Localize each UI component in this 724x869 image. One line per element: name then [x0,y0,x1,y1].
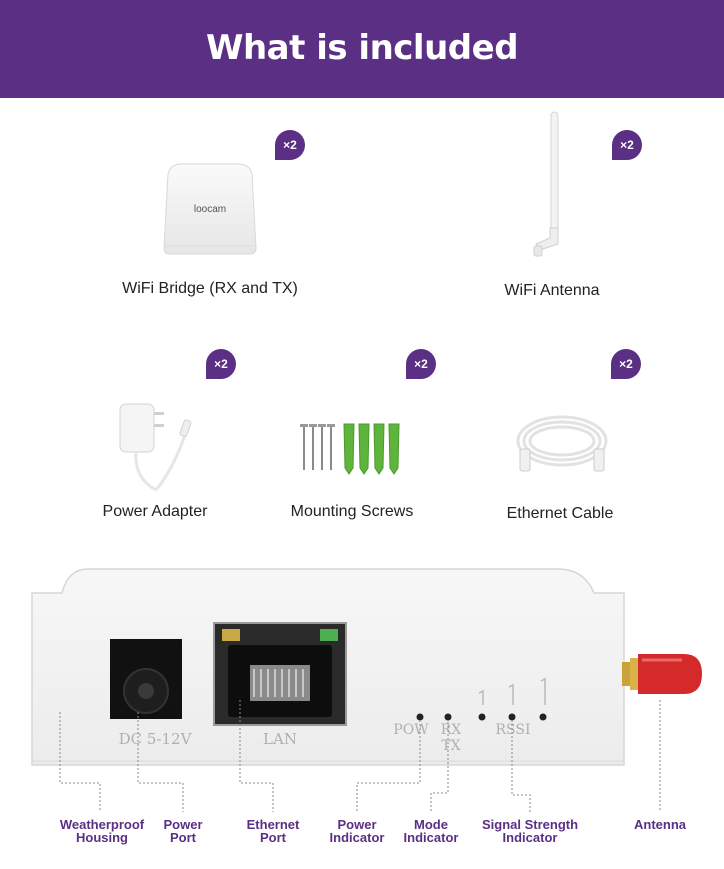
label-wifi-bridge: WiFi Bridge (RX and TX) [122,280,298,297]
qty-badge-antenna: ×2 [612,130,642,160]
rx-led-label: RX [440,722,462,738]
callout-line2: Housing [76,830,128,845]
sma-antenna-connector [622,654,702,694]
mounting-screws-image [300,423,400,475]
callout-line2: Indicator [403,830,459,845]
wifi-bridge-image [163,163,257,255]
ethernet-cable-image [516,415,608,472]
callout-line2: Indicator [329,830,385,845]
wifi-antenna-image [533,111,559,257]
lan-port-label: LAN [263,730,297,748]
callout-line1: Antenna [634,817,686,832]
callout-antenna: Antenna [625,818,695,831]
header-banner: What is included [0,0,724,98]
label-power-adapter: Power Adapter [102,503,208,520]
pow-led-label: POW [393,722,429,738]
callout-line1: Weatherproof [59,817,145,832]
callout-line2: Indicator [502,830,558,845]
callout-power-indicator: Power Indicator [322,818,392,844]
qty-badge-adapter: ×2 [206,349,236,379]
callout-line1: Mode [414,817,448,832]
power-adapter-image [119,403,192,492]
label-wifi-antenna: WiFi Antenna [504,282,600,299]
callout-mode-indicator: Mode Indicator [396,818,466,844]
callout-ethernet-port: Ethernet Port [238,818,308,844]
callout-line1: Signal Strength [481,817,579,832]
callout-power-port: Power Port [153,818,213,844]
bridge-brand-text: loocam [193,204,227,215]
tx-led-label: TX [441,738,461,754]
dc-port-label: DC 5-12V [118,730,192,748]
callout-line1: Ethernet [246,817,300,832]
qty-badge-cable: ×2 [611,349,641,379]
callout-line1: Power [337,817,377,832]
callout-weatherproof-housing: Weatherproof Housing [52,818,152,844]
callout-signal-strength-indicator: Signal Strength Indicator [472,818,588,844]
label-mounting-screws: Mounting Screws [290,503,414,520]
callout-line1: Power [163,817,203,832]
label-ethernet-cable: Ethernet Cable [506,505,614,522]
page-title: What is included [205,28,519,68]
rssi-led-label: RSSI [495,722,531,738]
callout-line2: Port [260,830,286,845]
qty-badge-bridge: ×2 [275,130,305,160]
qty-badge-screws: ×2 [406,349,436,379]
callout-line2: Port [170,830,196,845]
